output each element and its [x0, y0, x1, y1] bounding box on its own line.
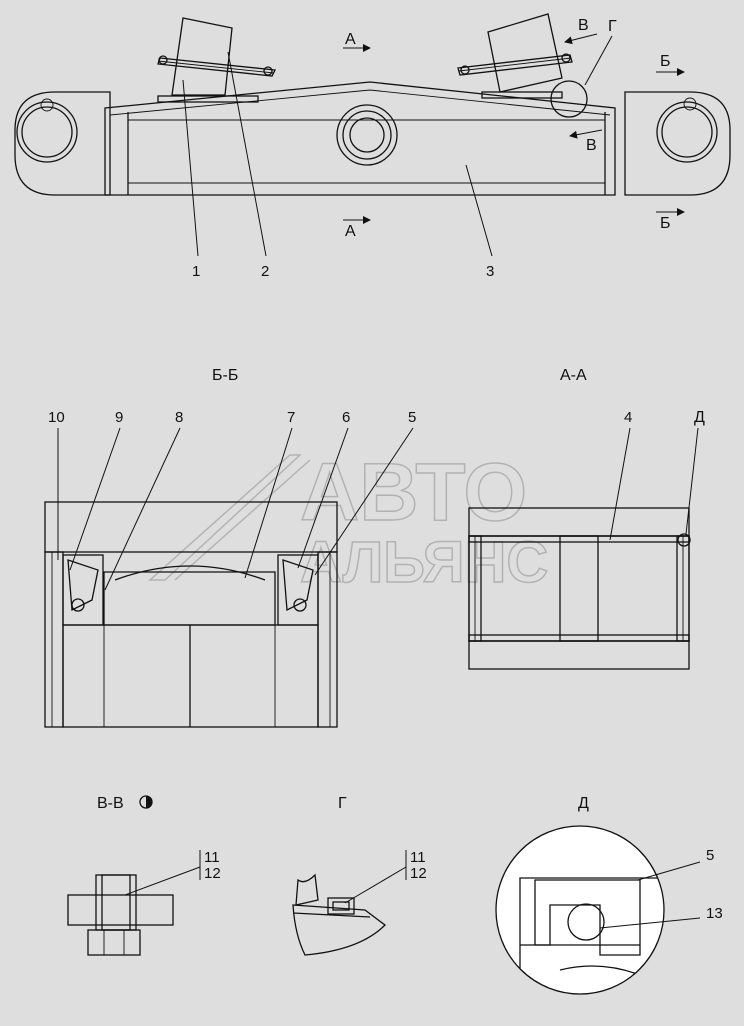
watermark: АВТО АЛЬЯНС	[148, 446, 549, 596]
assembly-top-view: А А Б Б В В Г 1 2 3	[14, 13, 731, 280]
callout-5: 5	[408, 409, 416, 426]
detail-d: Д 5 13	[495, 795, 723, 995]
section-title-bb: Б-Б	[212, 367, 238, 384]
callout-vv-12: 12	[204, 865, 221, 882]
callout-g-11: 11	[410, 849, 426, 866]
callout-9: 9	[115, 409, 123, 426]
section-bb: Б-Б 10 9 8 7 6 5	[44, 367, 416, 728]
callout-3: 3	[486, 263, 494, 280]
callout-d-5: 5	[706, 847, 714, 864]
callout-8: 8	[175, 409, 183, 426]
section-marker-b-top: Б	[660, 53, 671, 70]
view-title-d: Д	[578, 795, 589, 812]
callout-1: 1	[192, 263, 200, 280]
section-title-aa: А-А	[560, 367, 587, 384]
callout-10: 10	[48, 409, 65, 426]
callout-d-13: 13	[706, 905, 723, 922]
callout-vv-11: 11	[204, 849, 220, 866]
section-marker-v-top: В	[578, 17, 589, 34]
view-title-g: Г	[338, 795, 347, 812]
callout-6: 6	[342, 409, 350, 426]
view-g: Г 11 12	[292, 795, 427, 956]
section-marker-a-top: А	[345, 31, 356, 48]
callout-2: 2	[261, 263, 269, 280]
view-title-vv: В-В	[97, 795, 124, 812]
section-marker-b-bottom: Б	[660, 215, 671, 232]
callout-7: 7	[287, 409, 295, 426]
callout-g-12: 12	[410, 865, 427, 882]
watermark-line1: АВТО	[300, 447, 527, 538]
section-aa: А-А 4 Д	[468, 367, 705, 670]
section-marker-a-bottom: А	[345, 223, 356, 240]
detail-callout-d: Д	[694, 409, 705, 426]
view-vv: В-В 11 12	[67, 795, 221, 956]
callout-4: 4	[624, 409, 632, 426]
section-marker-v-bottom: В	[586, 137, 597, 154]
rotation-icon	[139, 795, 153, 809]
detail-callout-g: Г	[608, 18, 617, 35]
watermark-line2: АЛЬЯНС	[300, 530, 548, 595]
